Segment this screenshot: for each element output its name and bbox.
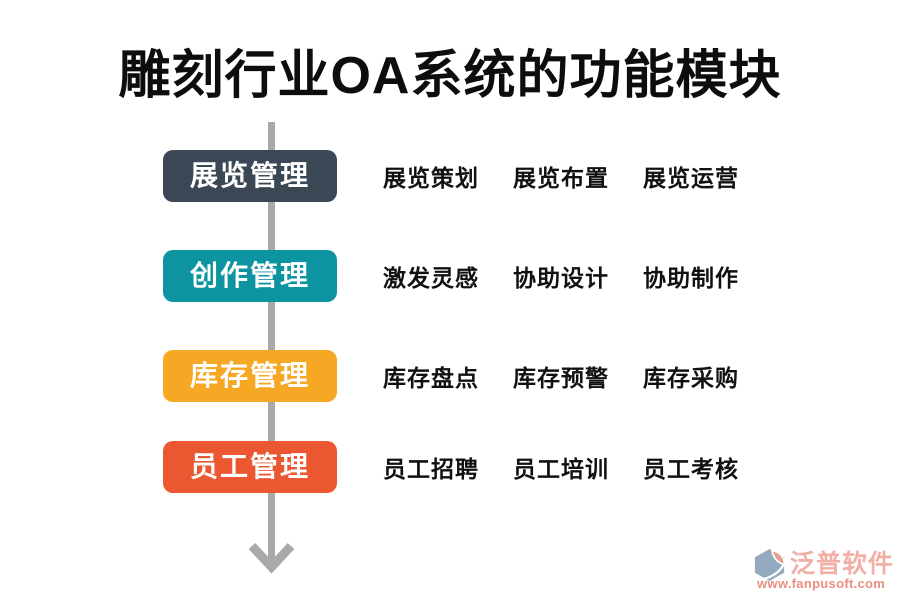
feature-item: 展览运营 [643, 165, 739, 191]
brand-watermark: 泛普软件 www.fanpusoft.com [753, 546, 893, 598]
brand-url: www.fanpusoft.com [757, 576, 886, 591]
module-row-creation: 创作管理 激发灵感 协助设计 协助制作 [0, 250, 900, 302]
feature-list: 展览策划 展览布置 展览运营 [383, 150, 739, 202]
feature-item: 库存盘点 [383, 365, 479, 391]
module-row-staff: 员工管理 员工招聘 员工培训 员工考核 [0, 441, 900, 493]
page-title: 雕刻行业OA系统的功能模块 [118, 47, 782, 105]
feature-item: 库存预警 [513, 365, 609, 391]
feature-item: 激发灵感 [383, 265, 479, 291]
fanpu-logo-icon [754, 548, 786, 582]
feature-item: 员工培训 [513, 456, 609, 482]
module-row-inventory: 库存管理 库存盘点 库存预警 库存采购 [0, 350, 900, 402]
module-badge-creation: 创作管理 [163, 250, 337, 302]
brand-name: 泛普软件 [790, 550, 895, 578]
module-badge-staff: 员工管理 [163, 441, 337, 493]
feature-item: 展览策划 [383, 165, 479, 191]
feature-item: 员工招聘 [383, 456, 479, 482]
feature-item: 库存采购 [643, 365, 739, 391]
module-badge-exhibition: 展览管理 [163, 150, 337, 202]
feature-item: 协助制作 [643, 265, 739, 291]
feature-item: 协助设计 [513, 265, 609, 291]
feature-item: 展览布置 [513, 165, 609, 191]
feature-list: 库存盘点 库存预警 库存采购 [383, 350, 739, 402]
feature-item: 员工考核 [643, 456, 739, 482]
feature-list: 员工招聘 员工培训 员工考核 [383, 441, 739, 493]
feature-list: 激发灵感 协助设计 协助制作 [383, 250, 739, 302]
module-row-exhibition: 展览管理 展览策划 展览布置 展览运营 [0, 150, 900, 202]
module-badge-inventory: 库存管理 [163, 350, 337, 402]
